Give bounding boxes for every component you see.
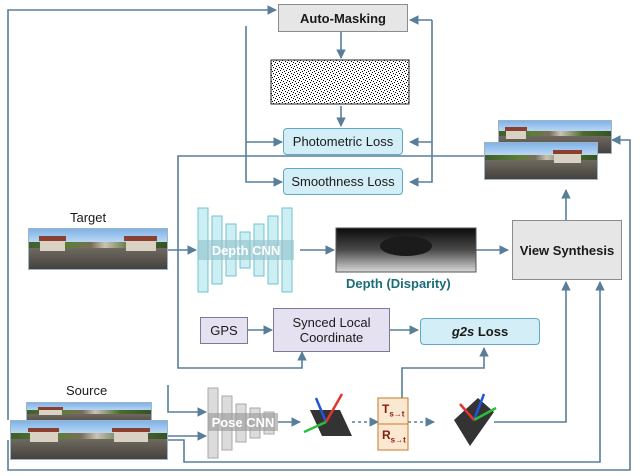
source-label: Source: [66, 383, 108, 398]
source-image-front: [10, 420, 168, 460]
photometric-loss-label: Photometric Loss: [292, 134, 394, 149]
view-synthesis-label: View Synthesis: [519, 242, 615, 258]
synced-label-line1: Synced Local: [292, 315, 371, 330]
depth-caption: Depth (Disparity): [346, 276, 451, 291]
rotation-label: Rs→t: [382, 428, 406, 444]
target-frame-icon: [454, 393, 497, 446]
auto-masking-box: Auto-Masking: [278, 4, 408, 32]
depth-map-shade: [380, 236, 432, 256]
view-synthesis-box: View Synthesis: [512, 220, 622, 280]
smoothness-loss-label: Smoothness Loss: [291, 174, 395, 189]
photometric-loss-box: Photometric Loss: [283, 128, 403, 155]
pose-cnn-label: Pose CNN: [211, 414, 275, 430]
synced-coordinate-box: Synced Local Coordinate: [273, 308, 390, 352]
translation-label: Ts→t: [382, 402, 404, 418]
rotation-sub: s→t: [390, 435, 406, 445]
connectors: [7, 5, 631, 471]
translation-sub: s→t: [389, 409, 405, 419]
g2s-label-rest: Loss: [474, 324, 509, 339]
g2s-label-italic: g2s: [451, 324, 475, 339]
synced-label-line2: Coordinate: [299, 330, 364, 345]
target-image: [28, 228, 168, 270]
target-label: Target: [70, 210, 107, 225]
depth-cnn-label: Depth CNN: [211, 242, 281, 258]
rotation-base: R: [382, 428, 391, 442]
mask-image: [270, 59, 410, 105]
gps-label: GPS: [210, 323, 238, 338]
source-frame-icon: [303, 393, 352, 436]
synth-image-front: [484, 142, 598, 180]
g2s-loss-box: g2s Loss: [420, 318, 540, 345]
translation-base: T: [382, 402, 390, 416]
auto-masking-label: Auto-Masking: [300, 10, 386, 26]
depth-cnn-label-box: Depth CNN: [198, 240, 294, 260]
gps-box: GPS: [200, 317, 248, 344]
smoothness-loss-box: Smoothness Loss: [283, 168, 403, 195]
pose-cnn-label-box: Pose CNN: [208, 413, 278, 431]
synthesized-image-stack: [484, 120, 612, 182]
